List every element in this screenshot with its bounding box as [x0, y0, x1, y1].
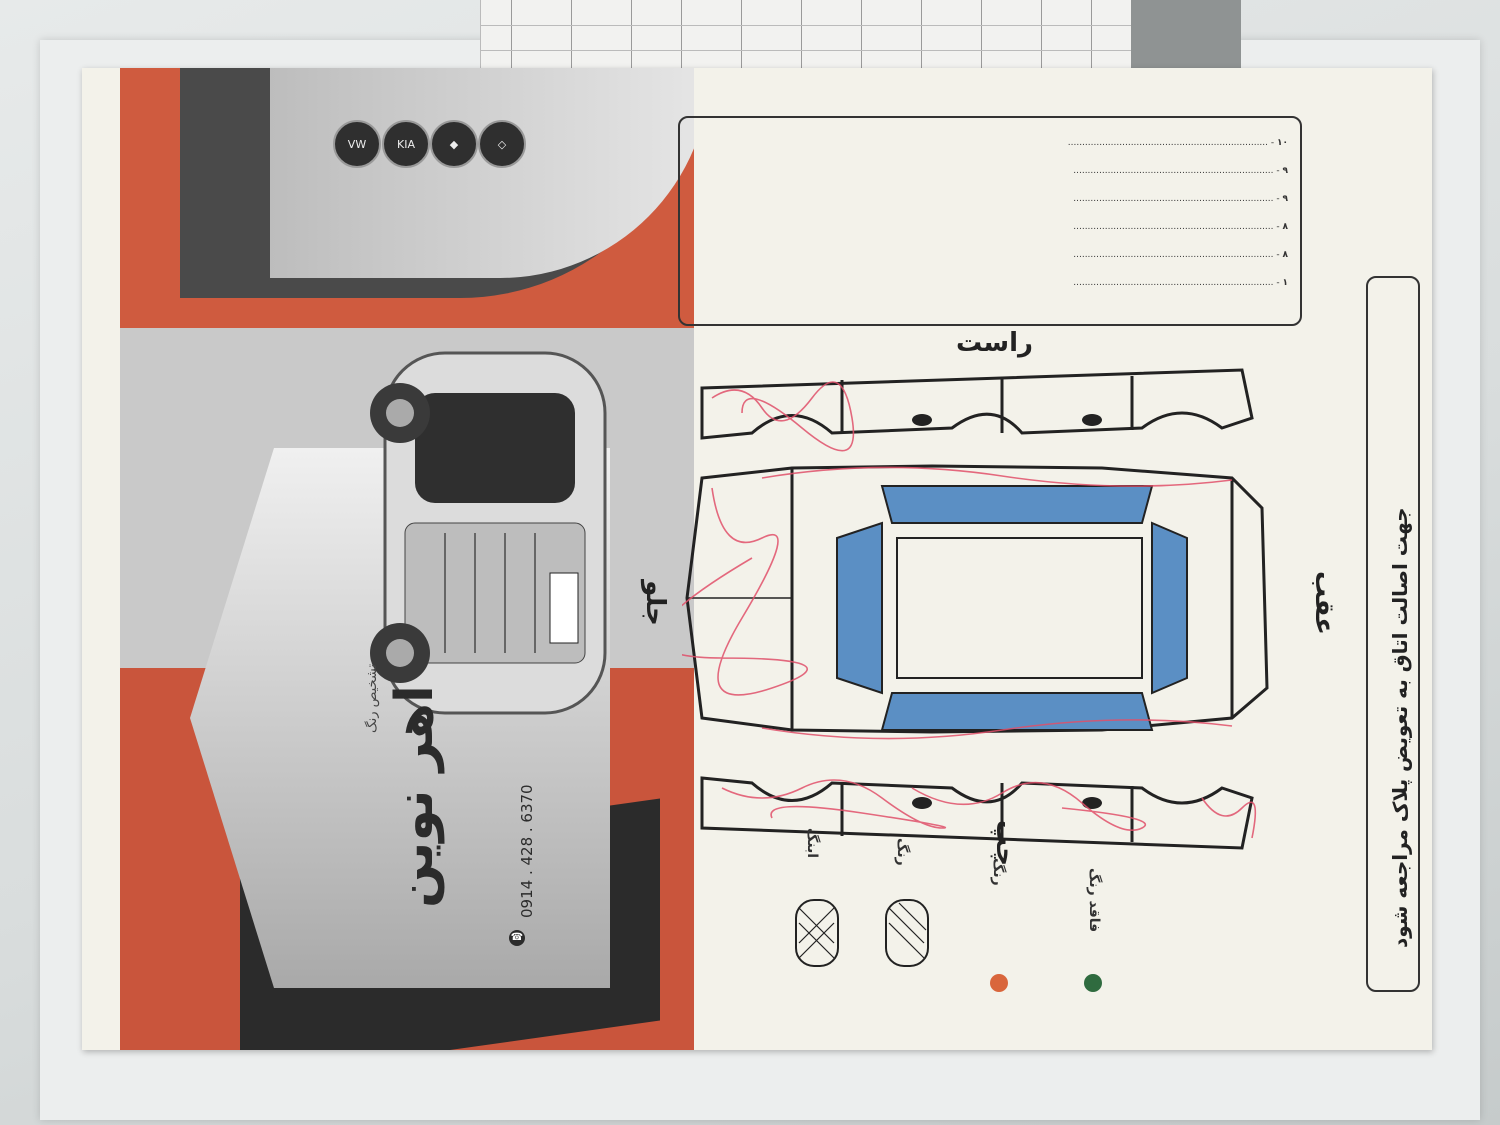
- green-dot-icon: [1084, 974, 1102, 992]
- left-windows-glass: [880, 692, 1154, 731]
- pen-mark: [1201, 797, 1257, 839]
- phone-icon: ☎: [509, 930, 525, 946]
- legend-item-crosshatch: [794, 898, 840, 972]
- underlying-table-document: [480, 0, 1241, 75]
- legend-item-green-dot: [1082, 972, 1104, 998]
- legend-item-orange-dot: [988, 972, 1010, 998]
- form-heading: جهت اصالت اتاق به تعویض پلاک مراجعه شود: [1388, 507, 1412, 948]
- left-side-panel: [700, 776, 1254, 850]
- pen-mark: [682, 487, 808, 696]
- windshield-glass: [836, 521, 883, 695]
- ad-subtitle: تشخیص رنگ: [365, 663, 380, 733]
- pen-mark: [761, 466, 1233, 487]
- table-shaded-cell: [1131, 0, 1241, 75]
- crosshatch-swatch-icon: [795, 899, 839, 967]
- kia-logo: KIA: [382, 120, 430, 168]
- right-side-panel: [700, 368, 1254, 440]
- main-body-outline: [685, 464, 1269, 734]
- note-line: ۹ - ....................................…: [1073, 194, 1288, 204]
- hatch-swatch-icon: [885, 899, 929, 967]
- label-front: جلو: [639, 580, 670, 626]
- pen-mark: [711, 381, 855, 452]
- note-line: ۸ - ....................................…: [1073, 250, 1288, 260]
- heading-box: [1366, 276, 1420, 992]
- right-windows-glass: [880, 485, 1154, 524]
- note-line: ۹ - ....................................…: [1073, 166, 1288, 176]
- mitsubishi-logo: ◆: [430, 120, 478, 168]
- note-line: ۸ - ....................................…: [1073, 222, 1288, 232]
- ad-business-name: اهر نوین: [385, 685, 445, 908]
- note-line: ۱۰ - ...................................…: [1067, 138, 1288, 148]
- inspection-flyer: VW KIA ◆ ◇ اهر نوین تشخیص رنگ ☎ 0914 . 4…: [82, 68, 1432, 1050]
- ad-phone-number: 0914 . 428 . 6370: [518, 784, 536, 918]
- legend-item-hatch: [884, 898, 930, 972]
- label-right-side: راست: [956, 328, 1033, 358]
- legend-label: رنگ: [894, 838, 910, 866]
- renault-logo: ◇: [478, 120, 526, 168]
- vw-logo: VW: [333, 120, 381, 168]
- roof-panel: [896, 537, 1143, 679]
- rear-glass: [1151, 521, 1188, 695]
- pen-mark: [721, 779, 947, 829]
- notes-box: ۱۰ - ...................................…: [678, 116, 1302, 326]
- legend-label: فاقد رنگ: [1086, 868, 1102, 933]
- pen-mark: [761, 719, 1233, 740]
- car-body-diagram: [682, 368, 1269, 850]
- car-photo: [370, 351, 607, 715]
- orange-dot-icon: [990, 974, 1008, 992]
- pen-mark: [911, 781, 1147, 832]
- note-line: ۱ - ....................................…: [1073, 278, 1288, 288]
- legend-label: رنگ: [990, 858, 1006, 886]
- legend-label: ابنگ: [804, 828, 820, 859]
- ad-panel: VW KIA ◆ ◇ اهر نوین تشخیص رنگ ☎ 0914 . 4…: [120, 68, 694, 1050]
